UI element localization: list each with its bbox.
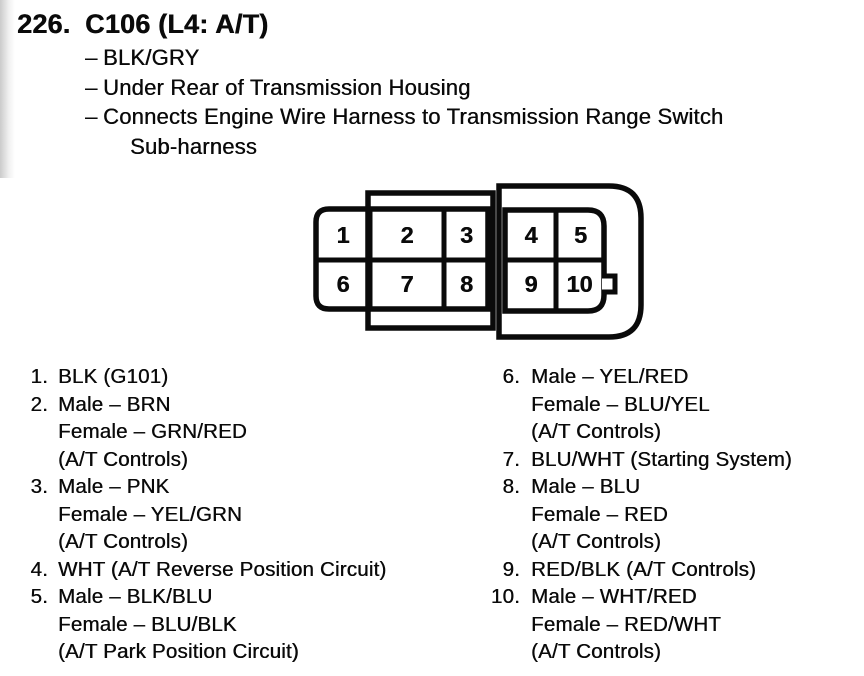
pin-cell-3: 3 — [459, 221, 474, 248]
bullet-function: – Connects Engine Wire Harness to Transm… — [85, 102, 723, 132]
pin-description-line: RED/BLK (A/T Controls) — [531, 557, 757, 581]
pin-legend-item-1: 1. BLK (G101) — [28, 363, 386, 391]
bullet-text: Sub-harness — [130, 133, 257, 159]
pin-legend-item-10: 10. Male – WHT/RED Female – RED/WHT (A/T… — [487, 583, 792, 666]
pin-description-line: WHT (A/T Reverse Position Circuit) — [58, 557, 387, 581]
pin-legend-item-3: 3. Male – PNK Female – YEL/GRN (A/T Cont… — [28, 473, 386, 556]
pin-number: 2. — [30, 392, 48, 416]
pin-description-line: Female – YEL/GRN — [58, 502, 242, 526]
connector-right-housing — [496, 183, 644, 340]
pin-legend-item-5: 5. Male – BLK/BLU Female – BLU/BLK (A/T … — [28, 583, 386, 666]
pin-description-line: (A/T Park Position Circuit) — [58, 640, 299, 663]
pin-number: 9. — [502, 557, 520, 581]
pin-cell-9: 9 — [524, 271, 538, 297]
pin-number: 1. — [30, 365, 48, 388]
connector-left-housing — [313, 206, 491, 312]
pin-cell-2: 2 — [400, 221, 414, 248]
pin-description-line: Male – BRN — [58, 392, 171, 416]
pin-description-line: (A/T Controls) — [531, 640, 662, 663]
pin-number: 3. — [30, 475, 48, 498]
pin-description-line: Female – BLU/YEL — [531, 392, 710, 416]
pin-description-line: (A/T Controls) — [58, 530, 189, 553]
dash-marker: – — [85, 74, 98, 100]
pin-number: 4. — [30, 557, 48, 581]
pin-description-line: (A/T Controls) — [58, 447, 189, 471]
dash-marker: – — [85, 45, 98, 70]
bullet-wire-color: – BLK/GRY — [85, 43, 723, 73]
bullet-text: Under Rear of Transmission Housing — [103, 74, 471, 100]
pin-legend-item-4: 4. WHT (A/T Reverse Position Circuit) — [28, 556, 387, 584]
pin-cell-7: 7 — [400, 271, 414, 297]
pin-legend-item-8: 8. Male – BLU Female – RED (A/T Controls… — [487, 473, 792, 556]
pin-legend-item-2: 2. Male – BRN Female – GRN/RED (A/T Cont… — [28, 391, 386, 474]
pin-cell-6: 6 — [336, 271, 350, 297]
dash-marker: – — [85, 104, 98, 130]
connector-diagram — [313, 183, 644, 340]
pin-legend-right-column: 6. Male – YEL/RED Female – BLU/YEL (A/T … — [487, 363, 792, 666]
pin-description-line: Female – RED — [531, 502, 668, 526]
pin-legend-item-9: 9. RED/BLK (A/T Controls) — [487, 556, 792, 584]
pin-description-line: Male – YEL/RED — [531, 365, 689, 388]
pin-description-line: Female – GRN/RED — [58, 420, 247, 443]
pin-description-line: Male – BLK/BLU — [58, 585, 213, 608]
pin-description-line: Female – BLU/BLK — [58, 612, 237, 636]
pin-description-line: (A/T Controls) — [531, 420, 662, 443]
connector-right-cells — [502, 207, 607, 314]
pin-cell-1: 1 — [336, 221, 350, 248]
connector-lock-tab-icon — [602, 273, 618, 295]
pin-cell-4: 4 — [524, 221, 538, 248]
bullet-text: BLK/GRY — [103, 45, 200, 70]
pin-description-line: BLK (G101) — [58, 365, 169, 388]
pin-description-line: Male – WHT/RED — [531, 585, 697, 608]
pin-legend-left-column: 1. BLK (G101) 2. Male – BRN Female – GRN… — [28, 363, 387, 666]
connector-title: C106 (L4: A/T) — [85, 9, 269, 39]
pin-description-line: Female – RED/WHT — [531, 612, 722, 636]
bullet-text: Connects Engine Wire Harness to Transmis… — [103, 104, 724, 130]
pin-description-line: Male – PNK — [58, 475, 170, 498]
page-heading: 226. C106 (L4: A/T) — [17, 9, 268, 40]
pin-description-line: (A/T Controls) — [531, 530, 662, 553]
connector-right-grid — [505, 210, 604, 311]
pin-legend-item-7: 7. BLU/WHT (Starting System) — [487, 446, 792, 474]
pin-number: 8. — [502, 475, 520, 498]
pin-cell-10: 10 — [566, 271, 593, 297]
connector-index-number: 226. — [17, 9, 71, 39]
pin-number: 6. — [502, 365, 520, 388]
pin-description-line: BLU/WHT (Starting System) — [531, 447, 792, 471]
bullet-location: – Under Rear of Transmission Housing — [85, 73, 723, 103]
pin-legend-item-6: 6. Male – YEL/RED Female – BLU/YEL (A/T … — [487, 363, 792, 446]
pin-number: 7. — [502, 447, 520, 471]
pin-cell-8: 8 — [459, 271, 474, 297]
pin-number: 10. — [490, 585, 520, 608]
connector-left-grid — [316, 209, 488, 309]
pin-cell-5: 5 — [573, 221, 588, 248]
bullet-function-continuation: Sub-harness — [85, 132, 723, 162]
connector-info-list: – BLK/GRY – Under Rear of Transmission H… — [85, 43, 723, 161]
pin-number: 5. — [30, 585, 48, 608]
scan-shadow-artifact — [0, 0, 15, 178]
pin-description-line: Male – BLU — [531, 475, 641, 498]
